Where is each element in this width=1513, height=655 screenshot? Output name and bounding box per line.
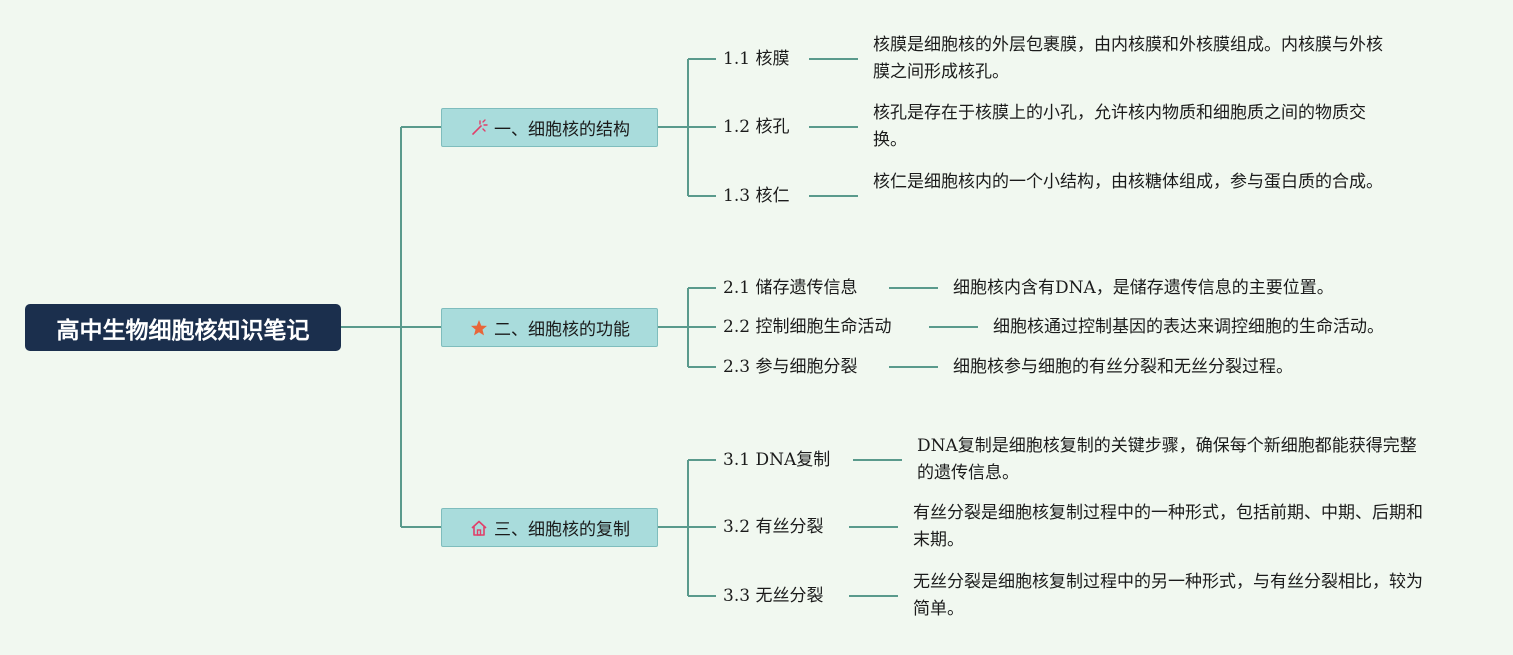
- item-label[interactable]: 1.3 核仁: [723, 186, 790, 206]
- root-title: 高中生物细胞核知识笔记: [56, 317, 310, 344]
- home-icon: [469, 518, 489, 538]
- star-icon: [469, 318, 489, 338]
- item-description: 细胞核参与细胞的有丝分裂和无丝分裂过程。: [953, 357, 1293, 377]
- item-label[interactable]: 2.2 控制细胞生命活动: [723, 317, 892, 337]
- section-title: 三、细胞核的复制: [494, 520, 630, 540]
- section-replication[interactable]: 三、细胞核的复制: [441, 508, 658, 547]
- item-description: 核膜是细胞核的外层包裹膜，由内核膜和外核膜组成。内核膜与外核膜之间形成核孔。: [873, 35, 1383, 82]
- root-connector: [341, 126, 441, 528]
- section-1-connector: [658, 58, 716, 197]
- item-description: 核孔是存在于核膜上的小孔，允许核内物质和细胞质之间的物质交换。: [873, 103, 1366, 150]
- magic-wand-icon: [469, 118, 489, 138]
- item-description: 无丝分裂是细胞核复制过程中的另一种形式，与有丝分裂相比，较为简单。: [913, 572, 1423, 619]
- item-label[interactable]: 2.3 参与细胞分裂: [723, 357, 858, 377]
- item-description: 细胞核内含有DNA，是储存遗传信息的主要位置。: [953, 278, 1334, 298]
- item-label[interactable]: 1.1 核膜: [723, 49, 790, 69]
- item-label[interactable]: 3.3 无丝分裂: [723, 586, 824, 606]
- section-structure[interactable]: 一、细胞核的结构: [441, 108, 658, 147]
- root-node[interactable]: 高中生物细胞核知识笔记: [25, 304, 341, 351]
- item-desc-connectors: [809, 58, 978, 597]
- section-title: 一、细胞核的结构: [494, 120, 630, 140]
- item-description: 核仁是细胞核内的一个小结构，由核糖体组成，参与蛋白质的合成。: [873, 172, 1383, 192]
- item-description: 细胞核通过控制基因的表达来调控细胞的生命活动。: [993, 317, 1384, 337]
- section-title: 二、细胞核的功能: [494, 320, 630, 340]
- item-label[interactable]: 2.1 储存遗传信息: [723, 278, 858, 298]
- item-label[interactable]: 3.2 有丝分裂: [723, 517, 824, 537]
- item-label[interactable]: 3.1 DNA复制: [723, 450, 831, 470]
- section-function[interactable]: 二、细胞核的功能: [441, 308, 658, 347]
- item-label[interactable]: 1.2 核孔: [723, 117, 790, 137]
- item-description: 有丝分裂是细胞核复制过程中的一种形式，包括前期、中期、后期和末期。: [913, 503, 1423, 550]
- item-description: DNA复制是细胞核复制的关键步骤，确保每个新细胞都能获得完整的遗传信息。: [917, 436, 1417, 483]
- section-3-connector: [658, 459, 716, 597]
- section-2-connector: [658, 287, 716, 368]
